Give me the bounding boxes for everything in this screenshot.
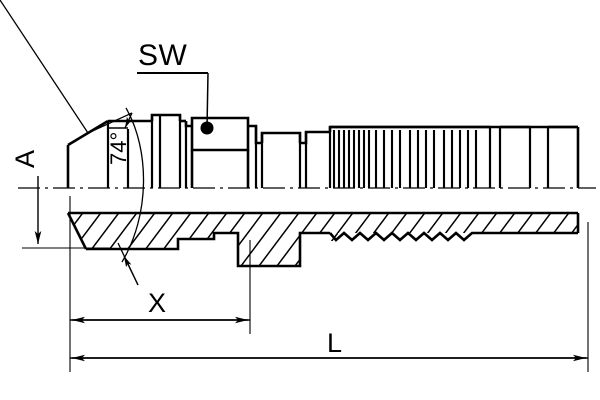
part-lower-section-outline (66, 211, 580, 268)
label-a: A (10, 149, 40, 168)
angle-leader (0, 0, 145, 286)
label-l: L (327, 328, 343, 358)
extension-lines (22, 196, 589, 372)
part-upper-verticals (106, 115, 550, 188)
label-x: X (148, 288, 167, 318)
sw-leader (137, 72, 214, 135)
label-sw: SW (138, 39, 188, 72)
label-angle-74-degrees: 74° (106, 131, 131, 165)
thread-serrations (332, 130, 478, 188)
